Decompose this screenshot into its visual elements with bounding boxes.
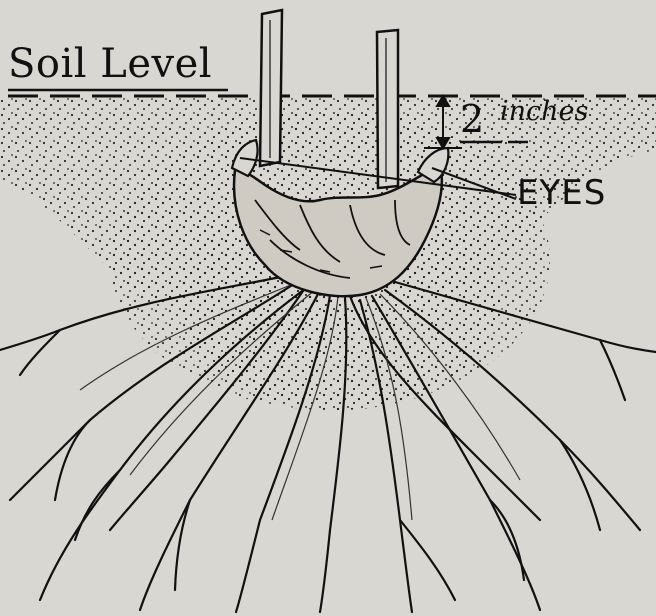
depth-value-label: 2 <box>460 100 484 138</box>
stem-left <box>260 10 282 166</box>
soil-level-label: Soil Level <box>8 44 212 84</box>
stem-right <box>377 30 398 188</box>
eyes-label: EYES <box>517 176 606 210</box>
depth-unit-label: inches <box>500 98 588 125</box>
